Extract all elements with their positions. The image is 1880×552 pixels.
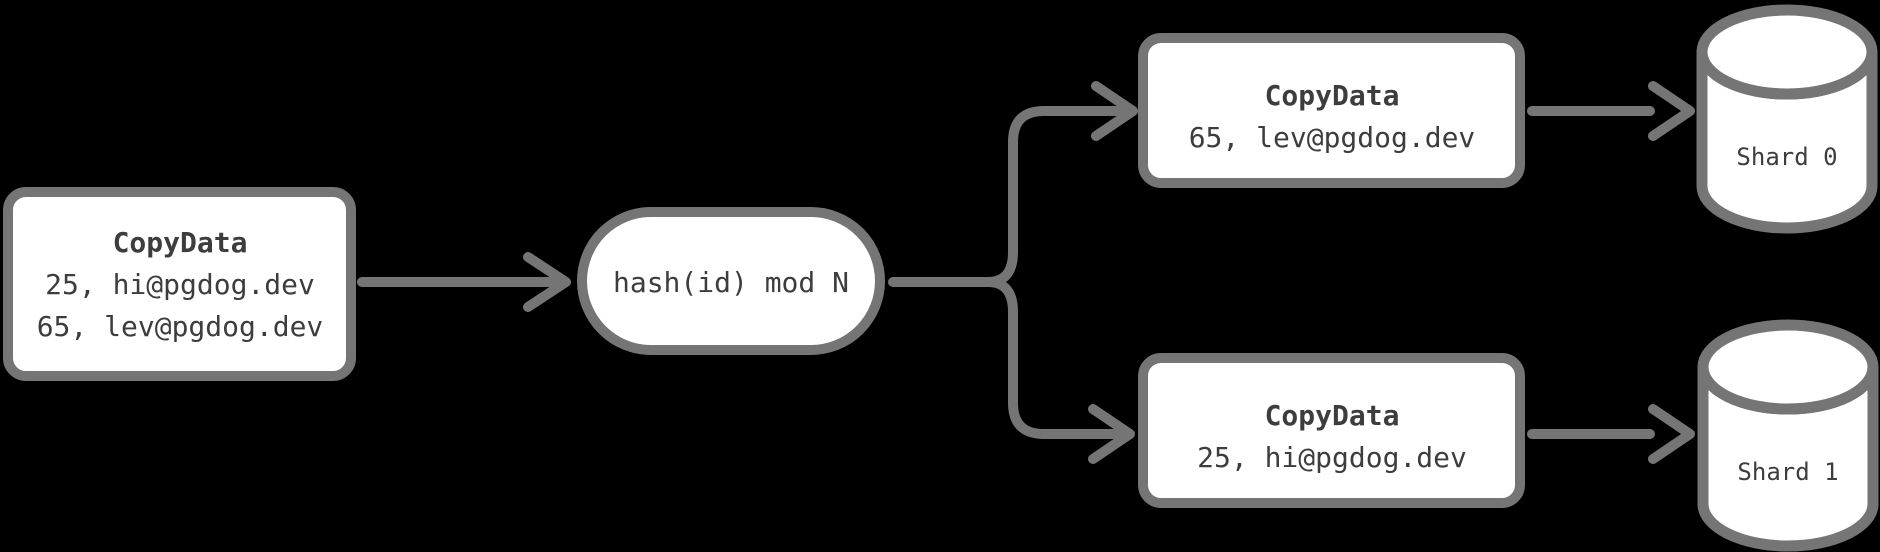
shard0-copydata-box <box>1138 33 1525 188</box>
arrow-head-icon <box>1091 81 1138 141</box>
input-copydata-title: CopyData <box>113 226 248 259</box>
arrow-head-icon <box>1648 404 1695 464</box>
arrow-shard0-message-to-db <box>1527 81 1695 141</box>
shard0-database: Shard 0 <box>1696 4 1878 234</box>
shard1-copydata-row-1: 25, hi@pgdog.dev <box>1197 441 1467 474</box>
database-cylinder-top <box>1696 4 1878 100</box>
hash-function-label: hash(id) mod N <box>613 266 849 299</box>
shard1-db-label: Shard 1 <box>1737 458 1838 486</box>
database-cylinder-top <box>1697 319 1879 415</box>
shard1-copydata-box <box>1138 353 1525 508</box>
hash-function-node: hash(id) mod N <box>577 207 885 355</box>
shard0-copydata-title: CopyData <box>1265 79 1400 112</box>
input-copydata-node: CopyData 25, hi@pgdog.dev 65, lev@pgdog.… <box>3 187 356 381</box>
fork-branch-top-line <box>983 106 1125 287</box>
input-copydata-box <box>3 187 356 381</box>
input-copydata-row-2: 65, lev@pgdog.dev <box>37 310 324 343</box>
shard0-copydata-node: CopyData 65, lev@pgdog.dev <box>1138 33 1525 188</box>
shard0-copydata-row-1: 65, lev@pgdog.dev <box>1189 121 1476 154</box>
shard1-database: Shard 1 <box>1697 319 1879 552</box>
arrow-shard1-message-to-db <box>1527 404 1695 464</box>
shard1-copydata-node: CopyData 25, hi@pgdog.dev <box>1138 353 1525 508</box>
shard0-db-label: Shard 0 <box>1736 143 1837 171</box>
input-copydata-row-1: 25, hi@pgdog.dev <box>45 268 315 301</box>
fork-branch-bottom-line <box>983 277 1122 439</box>
arrow-input-to-hash <box>357 252 571 312</box>
arrow-head-icon <box>1088 404 1135 464</box>
arrow-head-icon <box>523 252 571 312</box>
fork-connector <box>888 81 1138 464</box>
arrow-head-icon <box>1648 81 1695 141</box>
hash-function-pill <box>577 207 885 355</box>
shard1-copydata-title: CopyData <box>1265 399 1400 432</box>
